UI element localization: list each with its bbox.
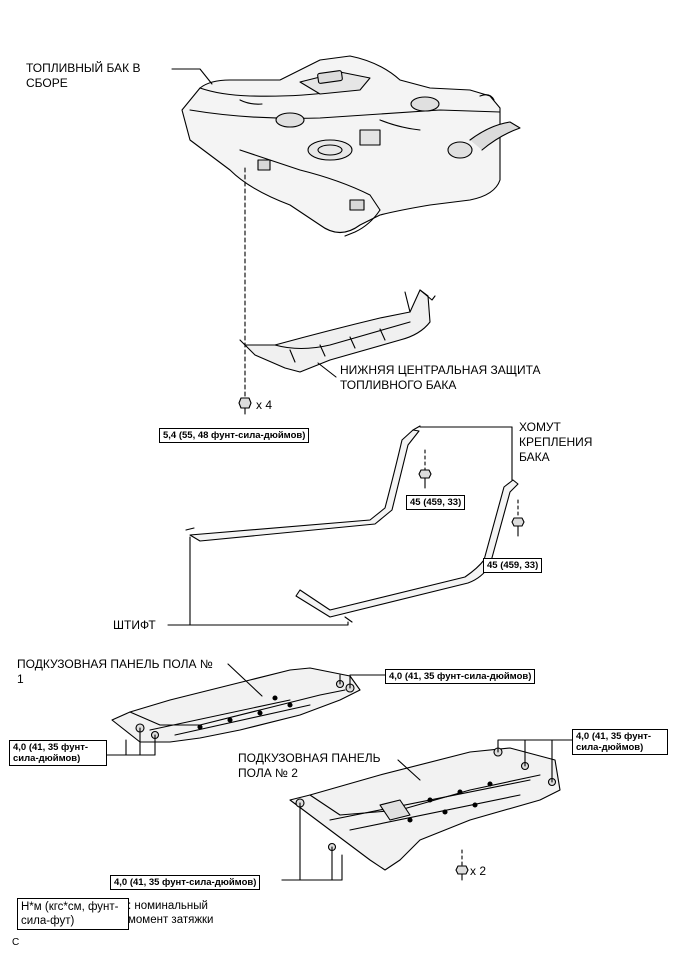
- protector-bolt-icon: [238, 397, 252, 415]
- protector-drawing: [239, 289, 436, 373]
- torque-panel1-left: 4,0 (41, 35 фунт-сила-дюймов): [9, 740, 107, 766]
- torque-protector-bolts: 5,4 (55, 48 фунт-сила-дюймов): [159, 428, 310, 443]
- legend-description: : номинальный момент затяжки: [128, 900, 214, 926]
- torque-panel1-right: 4,0 (41, 35 фунт-сила-дюймов): [385, 669, 536, 684]
- tank-band-2-drawing: [295, 479, 519, 623]
- fuel-tank-drawing: [181, 55, 521, 237]
- legend-units-box: Н*м (кгс*см, фунт-сила-фут): [17, 898, 129, 930]
- lower-center-protector-label: НИЖНЯЯ ЦЕНТРАЛЬНАЯ ЗАЩИТА ТОПЛИВНОГО БАК…: [340, 363, 541, 392]
- fuel-tank-label: ТОПЛИВНЫЙ БАК В СБОРЕ: [26, 61, 141, 90]
- fuel-tank-label-leader: [171, 68, 213, 85]
- panel2-label-leader: [397, 759, 421, 781]
- pin-leader-line-2: [189, 621, 349, 626]
- floor-panel-2-label: ПОДКУЗОВНАЯ ПАНЕЛЬ ПОЛА № 2: [238, 751, 381, 780]
- panel-bolt-icon: [455, 865, 469, 881]
- torque-panel2-right: 4,0 (41, 35 фунт-сила-дюймов): [572, 729, 668, 755]
- floor-panel-1-label: ПОДКУЗОВНАЯ ПАНЕЛЬ ПОЛА № 1: [17, 657, 213, 686]
- band-bolt-1-icon: [418, 469, 432, 489]
- floor-panel-2-drawing: [289, 747, 561, 871]
- tank-band-1-drawing: [185, 425, 421, 542]
- protector-label-leader: [317, 362, 337, 378]
- pin-leader-line-1: [167, 536, 191, 626]
- tank-band-label: ХОМУТ КРЕПЛЕНИЯ БАКА: [519, 420, 593, 464]
- torque-panel2-bottom: 4,0 (41, 35 фунт-сила-дюймов): [110, 875, 261, 890]
- panel1-label-leader: [227, 663, 263, 697]
- torque-band-bolt-2: 45 (459, 33): [483, 558, 543, 573]
- torque-band-bolt-1: 45 (459, 33): [406, 495, 466, 510]
- count-x2-label: x 2: [470, 864, 487, 878]
- corner-code: C: [12, 937, 20, 948]
- count-x4-label: x 4: [256, 398, 273, 412]
- pin-label: ШТИФТ: [113, 618, 156, 632]
- band-bolt-2-icon: [511, 517, 525, 537]
